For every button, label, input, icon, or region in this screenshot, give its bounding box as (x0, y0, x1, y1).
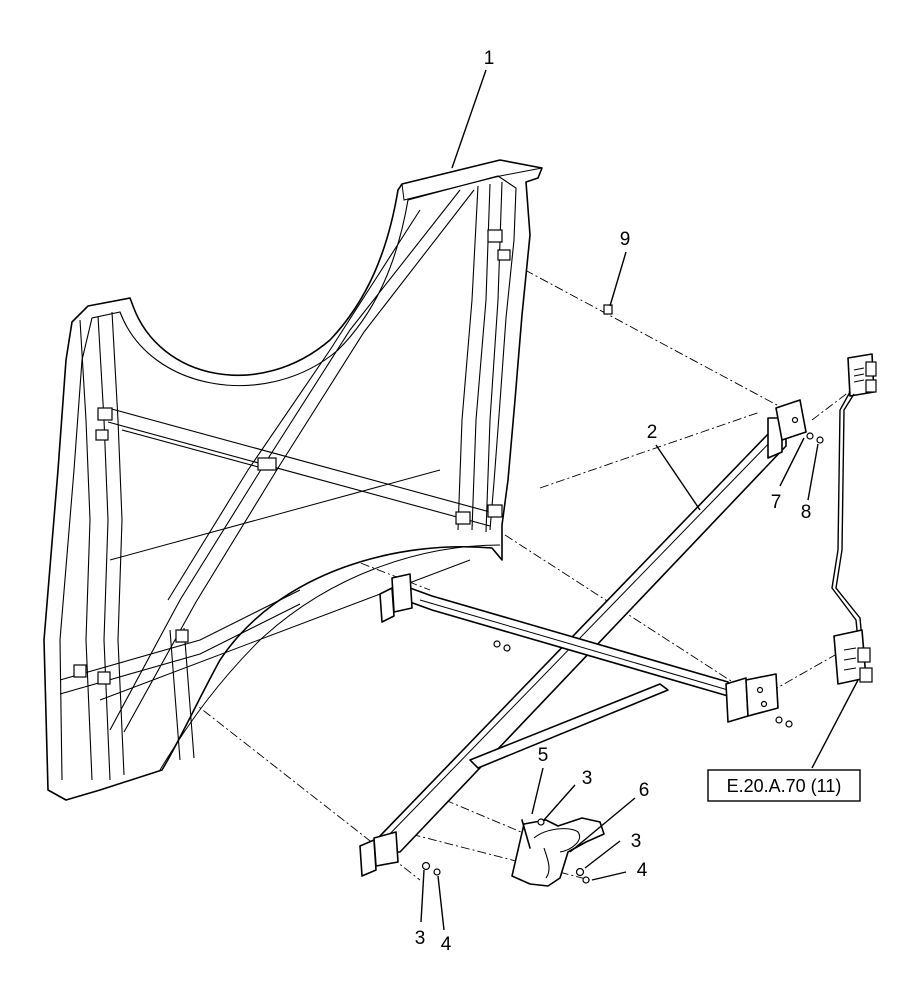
callout-4-lower: 4 (441, 934, 452, 955)
panel-frame-part-1 (43, 159, 543, 801)
reference-callout: E.20.A.70 (11) (707, 769, 861, 802)
callout-3-lower: 3 (415, 928, 426, 949)
callout-3-right: 3 (631, 831, 642, 852)
callout-6: 6 (639, 780, 650, 801)
hardware (421, 432, 824, 884)
callout-8: 8 (801, 502, 812, 523)
callout-4-right: 4 (637, 860, 648, 881)
callout-1: 1 (484, 48, 495, 69)
callout-3-upper: 3 (582, 768, 593, 789)
reference-box (707, 769, 861, 802)
pin-part-9 (603, 304, 613, 315)
handle-part-6 (511, 817, 605, 887)
callouts: 1 9 2 7 8 5 3 6 3 4 3 4 (415, 48, 812, 955)
callout-7: 7 (771, 492, 782, 513)
callout-9: 9 (620, 229, 631, 250)
horizontal-strut (379, 573, 779, 769)
latch-assembly (831, 353, 877, 685)
reference-label: E.20.A.70 (11) (727, 776, 842, 796)
callout-5: 5 (538, 745, 549, 766)
callout-2: 2 (647, 422, 658, 443)
leader-lines (420, 69, 859, 931)
